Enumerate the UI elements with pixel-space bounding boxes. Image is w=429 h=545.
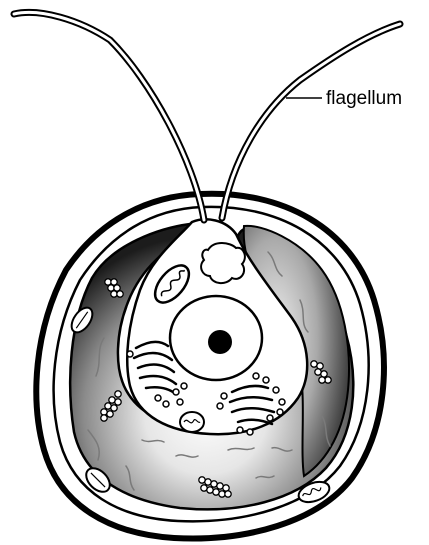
mitochondrion [180, 412, 204, 432]
nucleolus [208, 330, 232, 354]
flagellum-left [14, 12, 204, 220]
flagellum-label: flagellum [326, 88, 402, 109]
flagellum-right [222, 24, 400, 218]
